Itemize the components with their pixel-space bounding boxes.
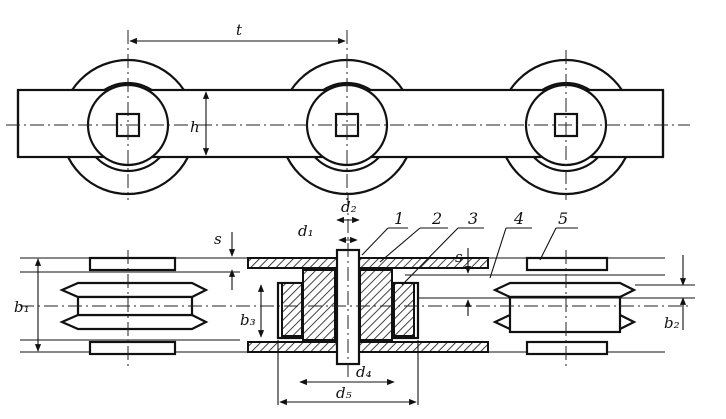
dim-t-label: t [236,21,243,39]
svg-text:2: 2 [431,209,442,228]
dim-h-label: h [190,118,200,136]
dim-b3-label: b₃ [240,311,256,329]
bushing-right [359,269,393,341]
part-callout-3: 3 [401,209,484,286]
svg-text:4: 4 [513,209,524,228]
dim-s-left-label: s [214,230,222,248]
svg-text:3: 3 [468,209,478,228]
top-view: t h [6,21,690,200]
part-callout-1: 1 [361,209,408,256]
right-roller-assembly [492,250,637,370]
dim-d4-label: d₄ [356,363,372,381]
svg-text:5: 5 [558,209,568,228]
dim-b1-label: b₁ [14,298,30,316]
outer-plate-bottom [247,341,489,353]
bushing-left [302,269,336,341]
dim-d5-label: d₅ [336,384,352,402]
roller-flange-right-section [393,282,415,337]
center-section [247,195,489,380]
dim-d2-label: d₂ [341,198,357,216]
dim-d1-label: d₁ [298,222,314,240]
svg-text:1: 1 [394,209,404,228]
roller-flange-left-section [281,282,303,337]
part-callout-2: 2 [379,209,448,263]
outer-plate-top [247,257,489,269]
part-callout-5: 5 [539,209,578,261]
dim-s-right-label: s [455,248,463,266]
dim-b2-label: b₂ [664,314,680,332]
part-callout-4: 4 [489,209,532,279]
section-view: d₂ d₁ s s b₁ b₃ d₄ d₅ b₂ [14,195,695,406]
